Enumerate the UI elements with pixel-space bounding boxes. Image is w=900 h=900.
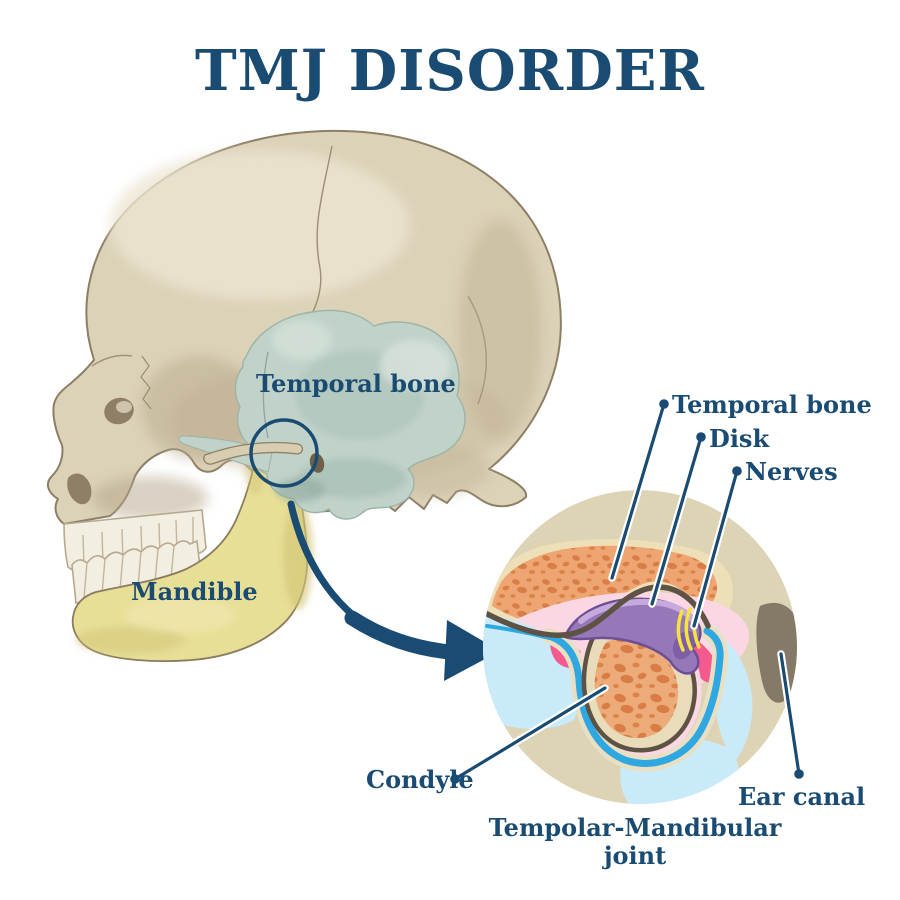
label-nerves: Nerves	[745, 457, 838, 486]
arrow-head	[444, 620, 500, 681]
skull-illustration	[46, 129, 562, 662]
leader-dots	[450, 399, 804, 784]
leader-nerves	[692, 469, 739, 628]
condyle-spongy	[594, 638, 679, 739]
joint-detail-circle	[483, 490, 797, 804]
label-mandible: Mandible	[131, 577, 258, 606]
caption-line-2: joint	[603, 840, 667, 870]
caption-joint-name: Tempolar-Mandibular joint	[485, 814, 785, 869]
zygomatic-arch	[203, 441, 304, 465]
temporal-bone-region	[178, 309, 466, 520]
joint-marker-circle	[249, 418, 319, 488]
eye-socket	[104, 397, 134, 425]
leader-temporal-bone	[610, 402, 666, 580]
label-ear-canal: Ear canal	[738, 782, 866, 811]
label-disk: Disk	[709, 424, 770, 453]
zoom-arrow	[287, 500, 500, 681]
label-condyle: Condyle	[366, 765, 474, 794]
label-temporal-bone-skull: Temporal bone	[256, 369, 456, 398]
leader-lines	[450, 399, 804, 784]
page-title: TMJ DISORDER	[195, 38, 705, 104]
leader-condyle	[453, 686, 607, 781]
capsule-blue-line	[545, 627, 724, 767]
leader-ear-canal	[779, 652, 801, 776]
leader-disk	[650, 435, 703, 606]
caption-line-1: Tempolar-Mandibular	[488, 813, 782, 842]
fossa-outline	[483, 584, 711, 638]
label-temporal-bone-detail: Temporal bone	[672, 390, 872, 419]
nasal-aperture	[67, 473, 92, 505]
